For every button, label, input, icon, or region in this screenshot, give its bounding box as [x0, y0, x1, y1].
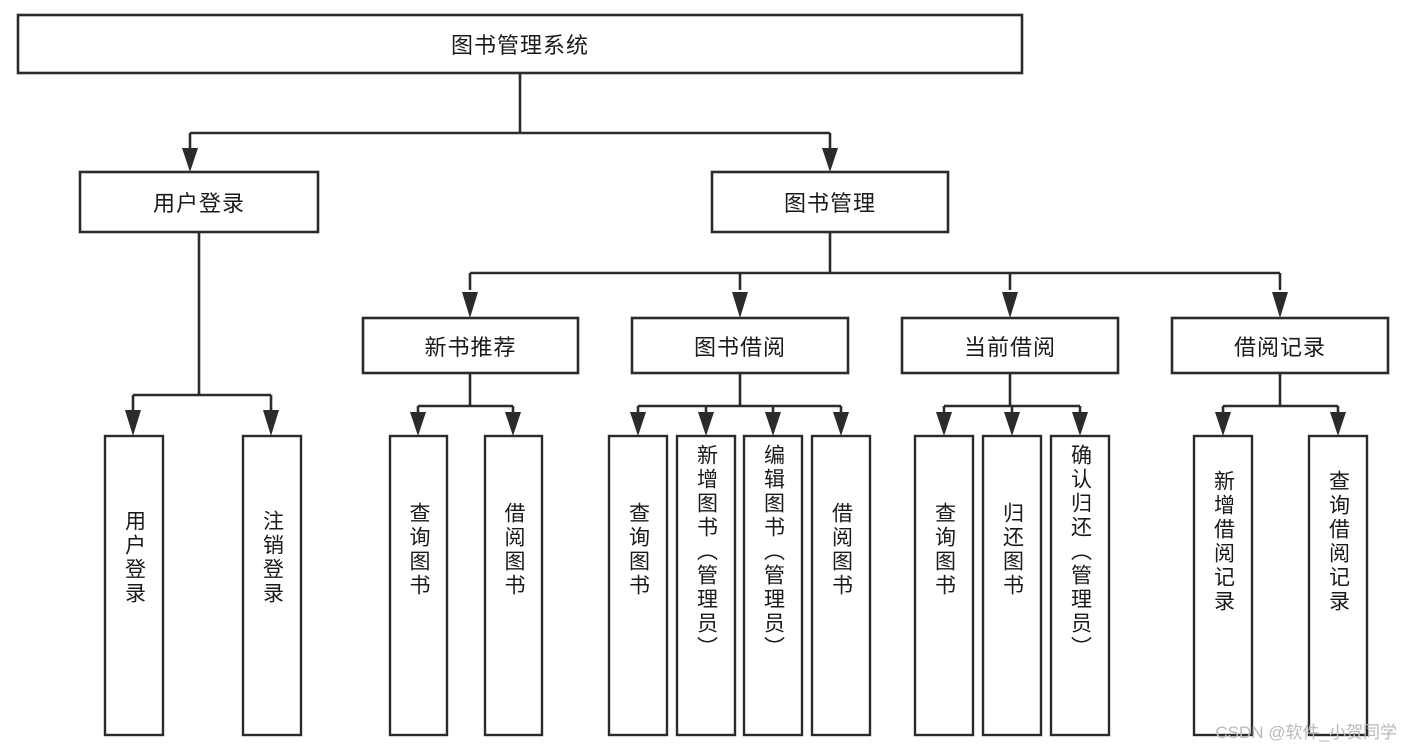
connector-group	[125, 73, 1346, 436]
arrowhead-currentborrow	[1002, 292, 1018, 318]
arrowhead-leaf-confirm-return	[1072, 412, 1088, 436]
leaf-edit-book-box[interactable]	[742, 434, 804, 737]
arrowhead-bookborrow	[732, 292, 748, 318]
arrowhead-leaf-query-record	[1330, 412, 1346, 436]
leaf-confirm-return-box[interactable]	[1049, 434, 1111, 737]
arrowhead-leaf-query-book-3	[936, 412, 952, 436]
leaf-query-record-box[interactable]	[1307, 434, 1369, 737]
leaf-add-book-box[interactable]	[675, 434, 737, 737]
arrowhead-leaf-borrow-book-1	[505, 412, 521, 436]
node-current-borrow-box[interactable]	[900, 316, 1120, 375]
leaf-borrow-book-2-box[interactable]	[810, 434, 872, 737]
arrowhead-leaf-return-book	[1004, 412, 1020, 436]
leaf-user-login-box[interactable]	[103, 434, 165, 737]
node-box-group	[16, 13, 1390, 737]
node-root-box[interactable]	[16, 13, 1024, 75]
arrowhead-borrowrecord	[1272, 292, 1288, 318]
leaf-return-book-box[interactable]	[981, 434, 1043, 737]
leaf-borrow-book-1-box[interactable]	[483, 434, 544, 737]
leaf-add-record-box[interactable]	[1192, 434, 1254, 737]
leaf-query-book-2-box[interactable]	[607, 434, 669, 737]
arrowhead-leaf-edit-book	[765, 412, 781, 436]
arrowhead-leaf-borrow-book-2	[833, 412, 849, 436]
arrowhead-leaf-add-record	[1215, 412, 1231, 436]
node-borrow-record-box[interactable]	[1170, 316, 1390, 375]
node-book-borrow-box[interactable]	[630, 316, 850, 375]
arrowhead-leaf-add-book	[698, 412, 714, 436]
node-user-login-box[interactable]	[78, 170, 320, 234]
leaf-query-book-3-box[interactable]	[913, 434, 975, 737]
arrowhead-leaf-query-book-1	[410, 412, 426, 436]
arrowhead-leaf-query-book-2	[630, 412, 646, 436]
arrowhead-leaf-user-login	[125, 410, 141, 436]
leaf-query-book-1-box[interactable]	[388, 434, 449, 737]
arrowhead-leaf-logout	[263, 410, 279, 436]
node-new-book-rec-box[interactable]	[361, 316, 580, 375]
arrowhead-newbookrec	[462, 292, 478, 318]
node-book-mgmt-box[interactable]	[710, 170, 950, 234]
arrowhead-bookmgmt	[822, 148, 838, 172]
leaf-logout-box[interactable]	[241, 434, 303, 737]
arrowhead-userlogin	[182, 148, 198, 172]
